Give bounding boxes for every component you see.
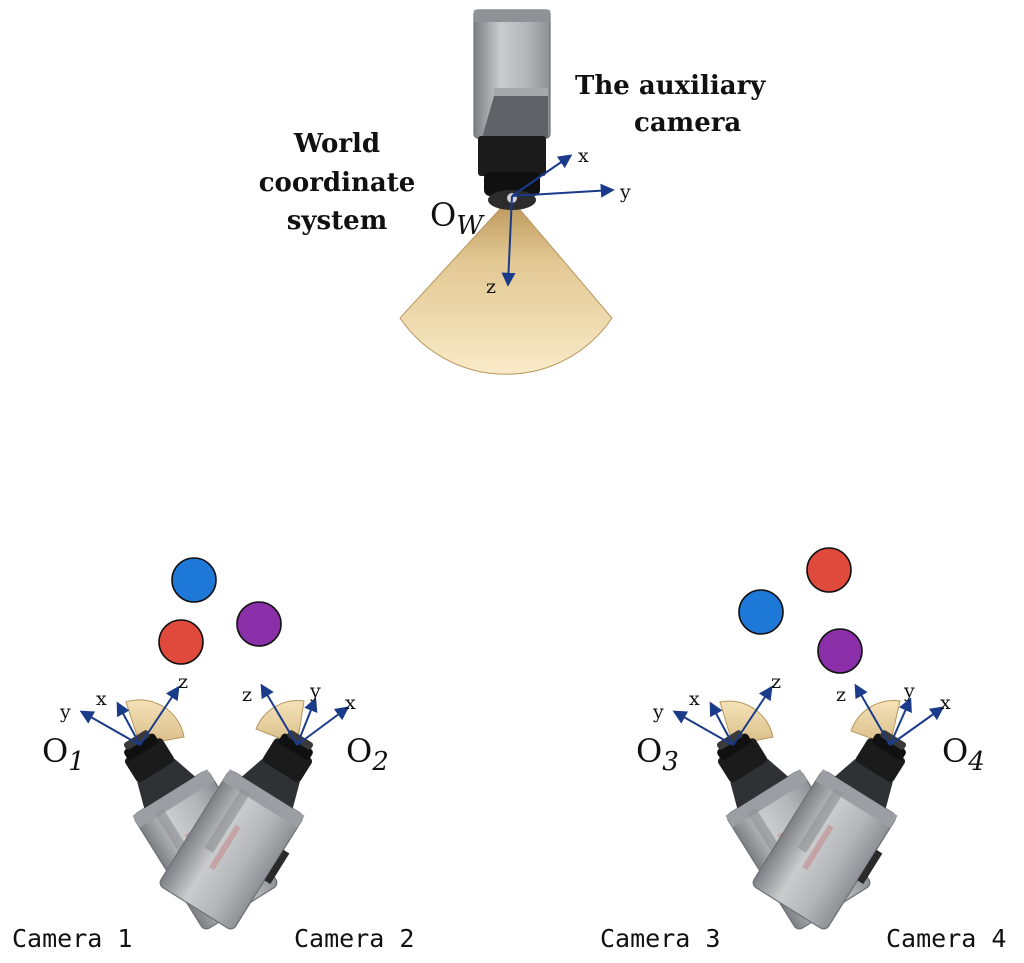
camera-3-z-label: z [771,671,781,693]
marker-blue-left [171,557,217,603]
camera-3-y-axis [672,710,734,746]
world-x-axis [511,154,573,197]
world-x-label: x [578,145,589,167]
camera-2-label: Camera 2 [294,924,414,953]
camera-4-y-axis [889,697,912,746]
camera-4-group: x y z O4 Camera 4 [750,680,1006,953]
world-origin-subscript: W [456,211,485,241]
camera-2-origin-label: O2 [346,732,389,777]
camera-4-label: Camera 4 [886,924,1006,953]
camera-1-y-label: y [59,701,71,723]
camera-1-x-axis [116,701,141,746]
markers-right [738,547,863,674]
camera-2-group: x y z O2 Camera 2 [157,680,414,953]
world-y-label: y [619,181,631,203]
marker-purple-right [817,628,863,674]
camera-4-z-label: z [836,684,846,706]
camera-4-x-label: x [940,692,951,714]
world-coordinate-label-line1: World [293,129,380,159]
world-z-axis [501,195,516,287]
camera-2-x-label: x [345,692,356,714]
world-y-axis [511,183,615,198]
camera-3-x-axis [709,701,734,746]
camera-4-origin-label: O4 [942,732,985,777]
marker-red-right [806,547,852,593]
camera-2-z-label: z [242,684,252,706]
world-z-label: z [486,276,496,298]
camera-2-z-axis [260,683,298,746]
camera-4-y-label: y [903,680,915,702]
camera-1-group: x y z O1 Camera 1 [12,671,286,953]
camera-2-y-axis [296,697,318,746]
world-coordinate-label-line2: coordinate [259,168,416,198]
auxiliary-camera-icon [473,9,551,210]
camera-3-y-label: y [652,701,664,723]
camera-4-z-axis [854,683,891,746]
camera-3-group: x y z O3 Camera 3 [600,671,879,953]
world-coordinate-label-line3: system [287,206,387,236]
camera-1-z-axis [139,685,180,746]
camera-2-y-label: y [309,680,321,702]
marker-red-left [158,619,204,665]
camera-4-x-axis [889,706,945,746]
marker-blue-right [738,589,784,635]
camera-3-origin-label: O3 [636,732,679,777]
marker-purple-left [236,601,282,647]
camera-1-x-label: x [96,688,107,710]
camera-3-x-label: x [689,688,700,710]
world-origin-label: OW [430,196,485,241]
camera-3-label: Camera 3 [600,924,720,953]
auxiliary-camera-label-line1: The auxiliary [575,71,766,101]
markers-left [158,557,282,665]
auxiliary-camera-group: x y z The auxiliary camera World coordin… [259,9,766,375]
camera-1-z-label: z [178,671,188,693]
camera-1-origin-label: O1 [42,732,85,777]
camera-2-x-axis [296,706,350,746]
camera-3-z-axis [732,685,773,746]
camera-1-label: Camera 1 [12,924,132,953]
auxiliary-camera-label-line2: camera [634,108,741,138]
camera-1-y-axis [79,710,141,746]
